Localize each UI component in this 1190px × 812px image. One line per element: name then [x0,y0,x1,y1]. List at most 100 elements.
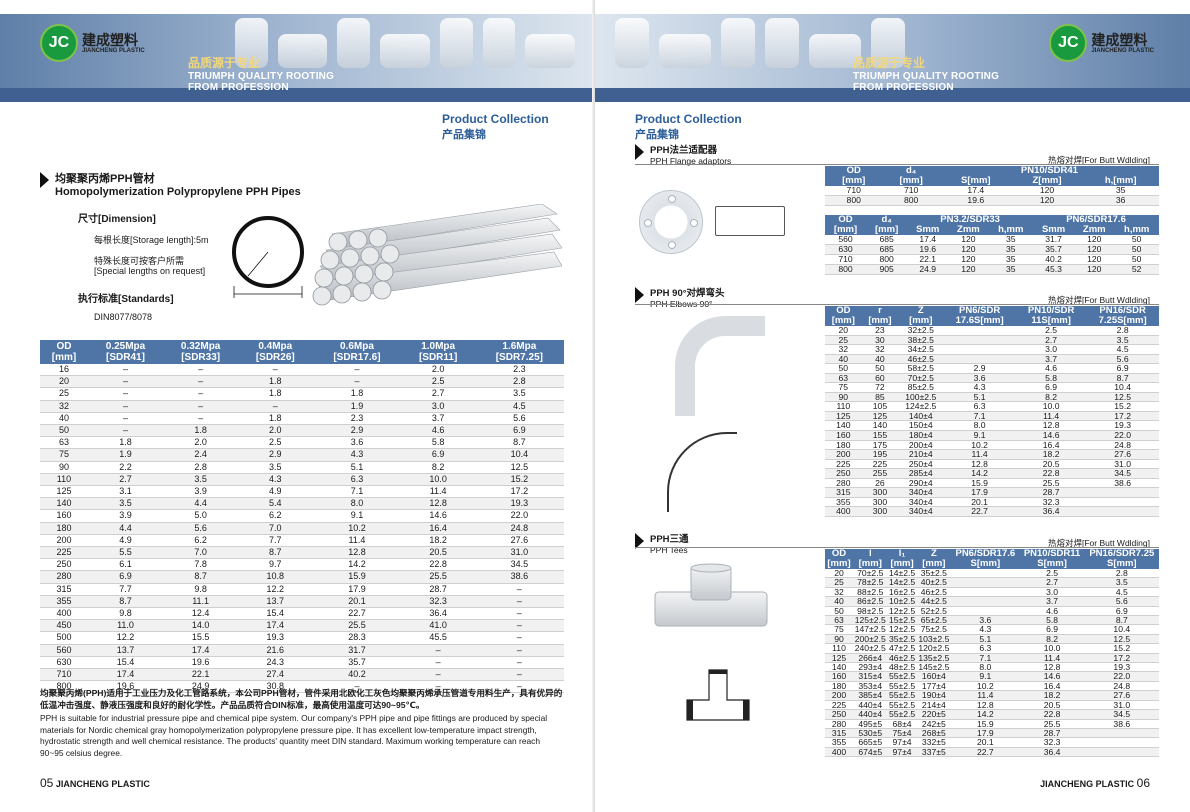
table-cell: 15±2.5 [887,615,917,626]
table-cell: 3.6 [943,373,1016,384]
table-cell: 22.0 [1084,671,1159,682]
table-cell: 36.4 [401,607,475,621]
collection-title: Product Collection 产品集锦 [442,112,549,142]
table-cell: 250 [825,468,862,479]
table-cell: 90 [40,461,88,474]
table-cell: 52 [1114,264,1159,275]
table-cell: 1.8 [312,387,402,401]
table-cell: 11.4 [943,449,1016,460]
table-cell: 63 [40,436,88,450]
table-cell: 12.5 [1084,634,1159,645]
table-cell: 12.4 [163,607,239,621]
slogan-en-1: TRIUMPH QUALITY ROOTING [188,71,335,82]
table-cell: 32.3 [1019,737,1085,748]
table-cell: 630 [40,656,88,670]
arrow-right-icon [635,533,644,549]
table-cell: – [401,656,475,670]
table-cell: 32.3 [401,595,475,609]
table-cell: 14.2 [312,558,402,572]
table-cell: 495±5 [853,719,888,729]
table-cell: 7.7 [238,534,313,548]
table-cell: 440±4 [853,709,888,720]
column-header: 0.32Mpa[SDR33] [163,340,239,364]
table-cell: 905 [866,264,908,275]
table-cell: 4.9 [238,485,313,499]
table-cell: 35±2.5 [887,633,917,645]
table-cell: 30.8 [238,680,313,694]
table-cell: 300 [861,487,899,498]
table-cell: 6.9 [1086,363,1159,374]
table-cell: 2.5 [401,375,475,389]
table-cell: 3.5 [1086,335,1159,346]
table-cell: 32 [825,587,854,598]
table-cell: 5.8 [1015,373,1087,384]
brand-name-right: 建成塑料 [1091,31,1148,48]
table-cell: 19.6 [87,680,164,694]
table-cell: 14±2.5 [887,577,917,588]
table-cell: 48±2.5 [887,662,917,673]
table-cell: 10±2.5 [887,596,917,607]
table-cell: – [474,668,564,682]
table-cell: 110 [40,473,88,487]
logo-mark-icon: JC [40,24,78,62]
table-cell: – [401,668,475,682]
table-cell: – [312,375,402,389]
elbow-title-cn: PPH 90°对焊弯头 [650,288,725,299]
table-cell: 225 [825,700,854,711]
table-cell: 500 [40,631,88,645]
table-cell: 2.8 [1084,569,1159,579]
table-cell: 4.5 [1086,344,1159,355]
table-cell: 3.7 [1019,596,1085,607]
table-cell: 19.3 [474,497,564,511]
table-cell: 50 [1114,244,1159,255]
table-cell: 35.7 [312,656,402,670]
section-divider [635,547,1159,548]
table-cell: 35 [988,254,1034,265]
table-cell: 268±5 [916,728,952,739]
table-cell: 19.6 [163,656,239,670]
table-cell: 2.4 [163,448,239,462]
brand-logo: JC 建成塑料 JIANCHENG PLASTIC [40,24,145,62]
table-cell: 4.4 [87,522,164,535]
table-cell: 25.5 [312,619,402,633]
table-cell: 150±4 [898,420,944,431]
table-cell: 22.1 [907,254,949,265]
table-cell: 180 [825,681,854,692]
table-cell: 12.8 [951,700,1020,711]
table-cell: 3.0 [401,400,475,413]
fittings-banner-image-right [595,14,955,88]
table-cell: 12±2.5 [887,605,917,617]
table-cell: 38.6 [1086,478,1159,489]
pipe-spec-table: OD[mm]0.25Mpa[SDR41]0.32Mpa[SDR33]0.4Mpa… [40,340,564,694]
table-cell: 32 [40,400,88,413]
table-cell: 2.2 [87,461,164,474]
slogan-en-1-right: TRIUMPH QUALITY ROOTING [853,71,1000,82]
table-cell: 75 [825,624,854,635]
table-cell: 18.2 [1015,449,1087,460]
table-cell: 100±2.5 [898,392,944,403]
table-cell: 6.1 [87,558,164,572]
table-cell: 3.9 [87,509,164,523]
table-cell [951,577,1020,588]
table-cell: 24.8 [474,522,564,535]
table-cell: 15.4 [238,607,313,621]
table-cell: 24.3 [238,656,313,670]
table-cell: 31.7 [1033,234,1075,245]
table-cell: 8.2 [1019,634,1085,645]
table-cell: 17.4 [939,185,1012,196]
column-header: OD[mm] [825,306,862,326]
table-cell: 19.3 [1084,662,1159,673]
table-cell: – [163,364,239,377]
